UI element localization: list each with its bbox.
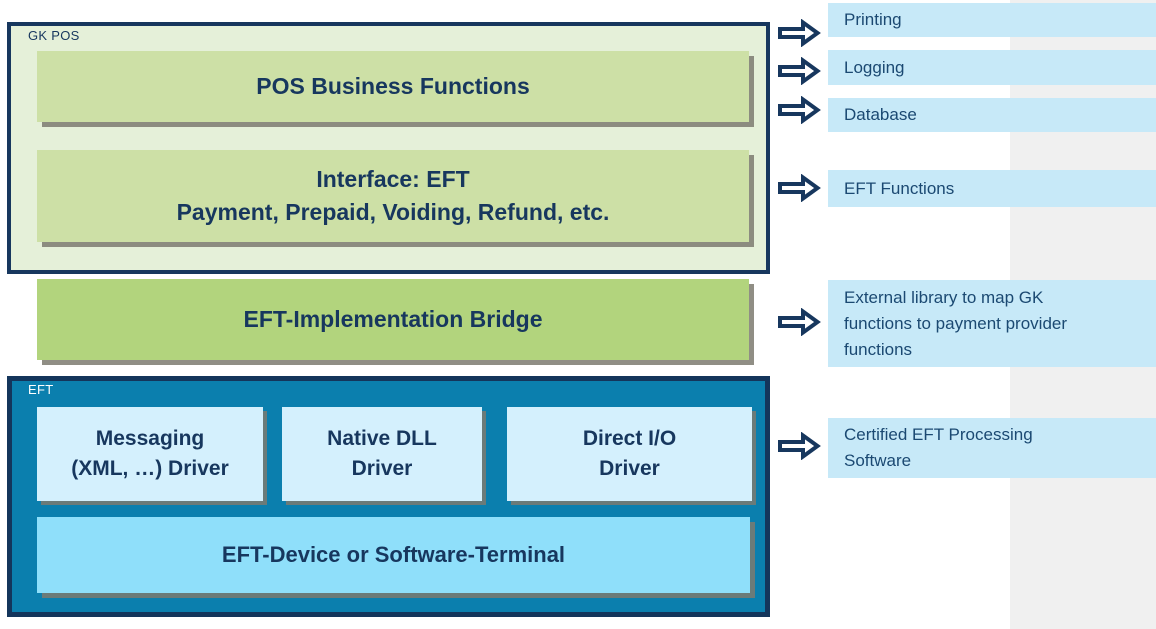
gkpos-container-label: GK POS <box>28 28 80 43</box>
annotation-database: Database <box>828 98 1156 132</box>
annotation-logging: Logging <box>828 50 1156 85</box>
annotation-logging-label: Logging <box>844 57 905 77</box>
annotation-certified-software-label: Certified EFT Processing Software <box>844 425 1033 470</box>
messaging-driver-line1: Messaging <box>95 427 205 450</box>
arrow-right-icon <box>777 96 821 124</box>
messaging-driver-line2: (XML, …) Driver <box>71 457 229 480</box>
eft-device-label: EFT-Device or Software-Terminal <box>221 542 566 567</box>
direct-io-driver-line2: Driver <box>599 457 660 480</box>
eft-device-box: EFT-Device or Software-Terminal <box>37 517 750 593</box>
annotation-database-label: Database <box>844 105 917 124</box>
annotation-external-library-label: External library to map GK functions to … <box>844 287 1068 359</box>
annotation-printing-label: Printing <box>844 10 902 29</box>
arrow-right-icon <box>777 57 821 85</box>
interface-eft-line1: Interface: EFT <box>316 166 470 192</box>
annotation-external-library: External library to map GK functions to … <box>828 280 1156 367</box>
arrow-right-icon <box>777 308 821 336</box>
messaging-driver-box: Messaging (XML, …) Driver <box>37 407 263 501</box>
native-dll-driver-line2: Driver <box>351 457 413 480</box>
direct-io-driver-box: Direct I/O Driver <box>507 407 752 501</box>
interface-eft-line2: Payment, Prepaid, Voiding, Refund, etc. <box>176 199 610 225</box>
direct-io-driver-line1: Direct I/O <box>582 427 677 450</box>
annotation-eft-functions: EFT Functions <box>828 170 1156 207</box>
arrow-right-icon <box>777 174 821 202</box>
native-dll-driver-box: Native DLL Driver <box>282 407 482 501</box>
interface-eft-box: Interface: EFT Payment, Prepaid, Voiding… <box>37 150 749 242</box>
eft-implementation-bridge-box: EFT-Implementation Bridge <box>37 279 749 360</box>
pos-business-functions-label: POS Business Functions <box>256 73 530 99</box>
arrow-right-icon <box>777 432 821 460</box>
annotation-eft-functions-label: EFT Functions <box>844 178 955 198</box>
pos-business-functions-box: POS Business Functions <box>37 51 749 122</box>
annotation-printing: Printing <box>828 3 1156 37</box>
arrow-right-icon <box>777 19 821 47</box>
native-dll-driver-line1: Native DLL <box>327 427 437 450</box>
eft-container-label: EFT <box>28 382 54 397</box>
eft-implementation-bridge-label: EFT-Implementation Bridge <box>243 306 543 332</box>
annotation-certified-software: Certified EFT Processing Software <box>828 418 1156 478</box>
